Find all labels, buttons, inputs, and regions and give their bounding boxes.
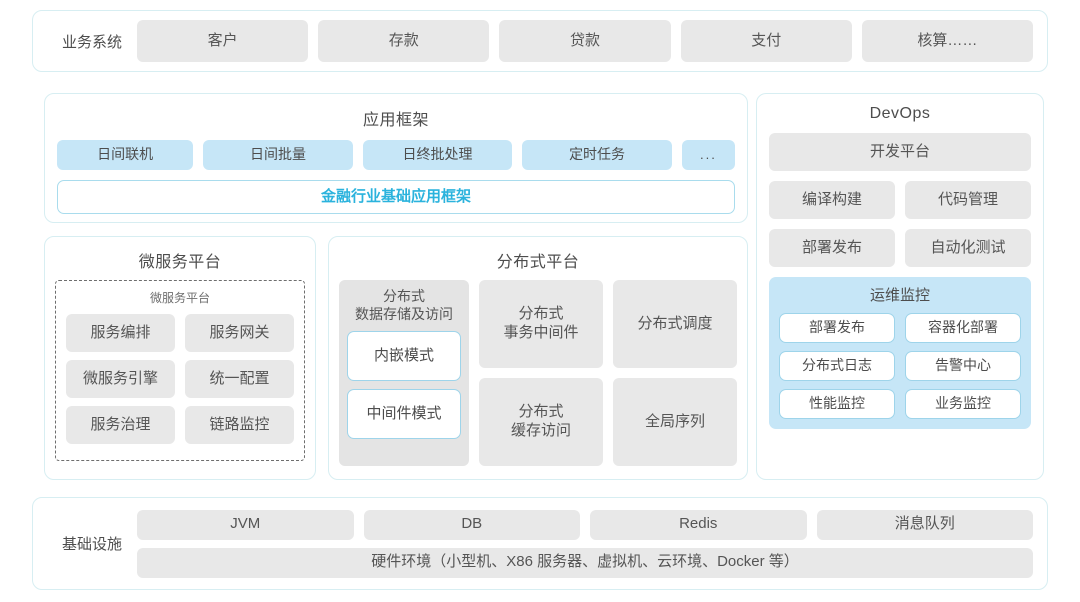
ops-monitoring-grid: 部署发布 容器化部署 分布式日志 告警中心 性能监控 业务监控 xyxy=(779,313,1021,419)
application-framework-panel: 应用框架 日间联机 日间批量 日终批处理 定时任务 ... 金融行业基础应用框架 xyxy=(44,93,748,223)
business-system-item[interactable]: 贷款 xyxy=(499,20,671,62)
hardware-environment-item[interactable]: 硬件环境（小型机、X86 服务器、虚拟机、云环境、Docker 等） xyxy=(137,547,1033,578)
microservice-item-grid: 服务编排 服务网关 微服务引擎 统一配置 服务治理 链路监控 xyxy=(66,314,294,444)
distributed-platform-title: 分布式平台 xyxy=(496,254,580,271)
application-framework-chip-list: 日间联机 日间批量 日终批处理 定时任务 ... xyxy=(57,140,735,170)
devops-item[interactable]: 自动化测试 xyxy=(905,229,1031,267)
financial-base-framework-box[interactable]: 金融行业基础应用框架 xyxy=(57,180,735,214)
devops-item[interactable]: 部署发布 xyxy=(769,229,895,267)
microservice-subtitle: 微服务平台 xyxy=(149,291,210,305)
microservice-item[interactable]: 微服务引擎 xyxy=(66,360,175,398)
distributed-cell[interactable]: 分布式调度 xyxy=(613,280,737,368)
business-system-item[interactable]: 客户 xyxy=(137,20,309,62)
app-framework-item[interactable]: 日间联机 xyxy=(57,140,194,170)
distributed-body: 分布式 数据存储及访问 内嵌模式 中间件模式 分布式 事务中间件 分布式调度 分… xyxy=(339,280,737,466)
business-systems-label: 业务系统 xyxy=(61,33,122,51)
business-systems-chip-list: 客户 存款 贷款 支付 核算…… xyxy=(137,20,1034,62)
ops-monitoring-item[interactable]: 性能监控 xyxy=(779,389,895,419)
devops-panel: DevOps 开发平台 编译构建 代码管理 部署发布 自动化测试 运维监控 部署… xyxy=(756,93,1044,480)
distributed-mode-item[interactable]: 中间件模式 xyxy=(347,389,461,439)
infrastructure-label: 基础设施 xyxy=(61,536,122,553)
devops-item[interactable]: 代码管理 xyxy=(905,181,1031,219)
infrastructure-item[interactable]: DB xyxy=(363,509,580,540)
microservice-item[interactable]: 服务治理 xyxy=(66,406,175,444)
ops-monitoring-title: 运维监控 xyxy=(869,287,930,304)
infrastructure-chip-list: JVM DB Redis 消息队列 xyxy=(137,509,1033,540)
microservice-platform-title: 微服务平台 xyxy=(138,254,222,271)
distributed-platform-panel: 分布式平台 分布式 数据存储及访问 内嵌模式 中间件模式 分布式 事务中间件 分… xyxy=(328,236,748,480)
devops-item-grid: 编译构建 代码管理 部署发布 自动化测试 xyxy=(769,181,1031,267)
devops-platform-item[interactable]: 开发平台 xyxy=(769,133,1031,171)
ops-monitoring-item[interactable]: 业务监控 xyxy=(905,389,1021,419)
app-framework-item[interactable]: 日间批量 xyxy=(203,140,353,170)
business-systems-panel: 业务系统 客户 存款 贷款 支付 核算…… xyxy=(32,10,1048,72)
ops-monitoring-item[interactable]: 容器化部署 xyxy=(905,313,1021,343)
microservice-item[interactable]: 统一配置 xyxy=(185,360,294,398)
business-system-item[interactable]: 核算…… xyxy=(861,20,1034,62)
devops-item[interactable]: 编译构建 xyxy=(769,181,895,219)
business-system-item[interactable]: 存款 xyxy=(318,20,490,62)
distributed-cell[interactable]: 全局序列 xyxy=(613,378,737,466)
distributed-data-storage-group[interactable]: 分布式 数据存储及访问 内嵌模式 中间件模式 xyxy=(339,280,469,466)
ops-monitoring-item[interactable]: 分布式日志 xyxy=(779,351,895,381)
infrastructure-item[interactable]: 消息队列 xyxy=(816,509,1033,540)
distributed-data-storage-title: 分布式 数据存储及访问 xyxy=(355,288,453,322)
distributed-cell-grid: 分布式 事务中间件 分布式调度 分布式 缓存访问 全局序列 xyxy=(479,280,737,466)
ops-monitoring-item[interactable]: 部署发布 xyxy=(779,313,895,343)
ops-monitoring-group: 运维监控 部署发布 容器化部署 分布式日志 告警中心 性能监控 业务监控 xyxy=(769,277,1031,429)
devops-title: DevOps xyxy=(869,105,931,122)
infrastructure-item[interactable]: Redis xyxy=(590,509,807,540)
distributed-cell[interactable]: 分布式 缓存访问 xyxy=(479,378,603,466)
app-framework-item[interactable]: 日终批处理 xyxy=(362,140,513,170)
distributed-cell[interactable]: 分布式 事务中间件 xyxy=(479,280,603,368)
microservice-item[interactable]: 链路监控 xyxy=(185,406,294,444)
microservice-platform-panel: 微服务平台 微服务平台 服务编排 服务网关 微服务引擎 统一配置 服务治理 链路… xyxy=(44,236,316,480)
infrastructure-panel: 基础设施 JVM DB Redis 消息队列 硬件环境（小型机、X86 服务器、… xyxy=(32,497,1048,590)
infrastructure-item[interactable]: JVM xyxy=(137,509,354,540)
microservice-dashed-group: 微服务平台 服务编排 服务网关 微服务引擎 统一配置 服务治理 链路监控 xyxy=(55,280,305,461)
distributed-mode-item[interactable]: 内嵌模式 xyxy=(347,331,461,381)
microservice-item[interactable]: 服务网关 xyxy=(185,314,294,352)
application-framework-title: 应用框架 xyxy=(362,112,429,129)
app-framework-more-item[interactable]: ... xyxy=(681,140,735,170)
infrastructure-body: JVM DB Redis 消息队列 硬件环境（小型机、X86 服务器、虚拟机、云… xyxy=(137,509,1033,578)
app-framework-item[interactable]: 定时任务 xyxy=(522,140,672,170)
ops-monitoring-item[interactable]: 告警中心 xyxy=(905,351,1021,381)
business-system-item[interactable]: 支付 xyxy=(680,20,852,62)
microservice-item[interactable]: 服务编排 xyxy=(66,314,175,352)
